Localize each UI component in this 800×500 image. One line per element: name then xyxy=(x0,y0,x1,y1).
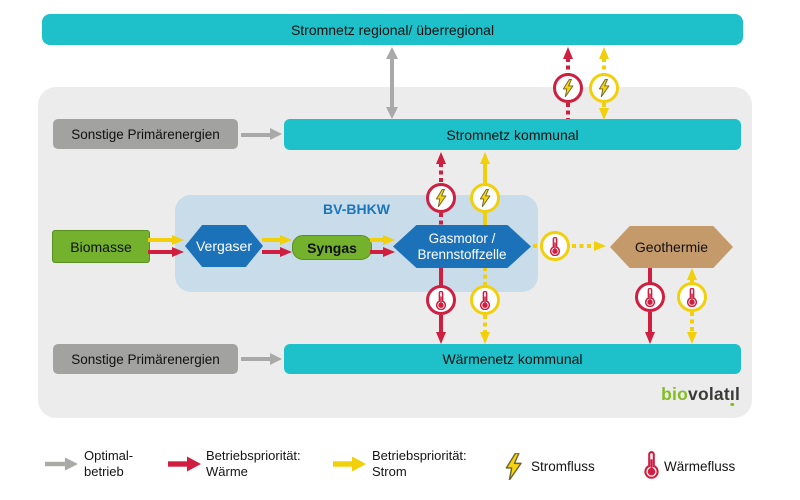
legend-stromfluss-label: Stromfluss xyxy=(531,459,595,474)
lightning-icon xyxy=(435,189,447,207)
legend-prioritaet-strom-label: Betriebspriorität:Strom xyxy=(372,448,467,479)
geothermie-hexagon: Geothermie xyxy=(610,226,733,268)
sonstige-primaerenergien-top-box: Sonstige Primärenergien xyxy=(53,119,238,149)
sonstige-top-label: Sonstige Primärenergien xyxy=(71,126,220,142)
legend-prioritaet-waerme-label: Betriebspriorität:Wärme xyxy=(206,448,301,479)
kommunal-strom-bar: Stromnetz kommunal xyxy=(284,119,741,150)
lightning-icon xyxy=(562,79,574,97)
waermefluss-icon-red-mid xyxy=(426,285,456,315)
biovolatil-logo: biovolatıl xyxy=(600,384,740,405)
logo-dotted-i: ı xyxy=(729,384,735,404)
bv-bhkw-label: BV-BHKW xyxy=(323,201,390,217)
vergaser-label: Vergaser xyxy=(195,238,253,254)
lightning-icon xyxy=(479,189,491,207)
kommunal-waerme-bar: Wärmenetz kommunal xyxy=(284,344,741,374)
syngas-box: Syngas xyxy=(292,235,372,260)
legend-optimalbetrieb-label: Optimal-betrieb xyxy=(84,448,134,479)
waermefluss-icon-yellow-mid xyxy=(470,285,500,315)
regional-grid-label: Stromnetz regional/ überregional xyxy=(290,21,495,38)
kommunal-strom-label: Stromnetz kommunal xyxy=(446,126,579,143)
gray-arrow-icon xyxy=(45,457,78,471)
thermometer-icon xyxy=(686,287,698,307)
waermefluss-icon-yellow-geo xyxy=(677,282,707,312)
regional-grid-bar: Stromnetz regional/ überregional xyxy=(42,14,743,45)
stromfluss-icon-yellow-mid xyxy=(470,183,500,213)
gasmotor-label-line1: Gasmotor / xyxy=(428,230,496,246)
stromfluss-icon-yellow-top xyxy=(589,73,619,103)
logo-l: l xyxy=(734,384,740,404)
thermometer-icon xyxy=(549,236,561,256)
logo-bio: bio xyxy=(661,384,689,404)
biomasse-box: Biomasse xyxy=(52,230,150,263)
yellow-arrow-icon xyxy=(333,456,366,472)
thermometer-icon xyxy=(644,287,656,307)
sonstige-bottom-label: Sonstige Primärenergien xyxy=(71,351,220,367)
thermometer-icon xyxy=(435,290,447,310)
thermometer-icon xyxy=(644,451,659,479)
lightning-icon xyxy=(598,79,610,97)
vergaser-hexagon: Vergaser xyxy=(185,225,263,267)
sonstige-primaerenergien-bottom-box: Sonstige Primärenergien xyxy=(53,344,238,374)
kommunal-waerme-label: Wärmenetz kommunal xyxy=(442,351,583,367)
logo-volat: volat xyxy=(688,384,730,404)
waermefluss-icon-red-geo xyxy=(635,282,665,312)
stromfluss-icon-red-top xyxy=(553,73,583,103)
gasmotor-label-line2: Brennstoffzelle xyxy=(417,246,507,262)
thermometer-icon xyxy=(479,290,491,310)
red-arrow-icon xyxy=(168,456,201,472)
geothermie-label: Geothermie xyxy=(634,239,709,255)
stromfluss-icon-red-mid xyxy=(426,183,456,213)
waermefluss-icon-yellow-transfer xyxy=(540,231,570,261)
lightning-icon xyxy=(505,453,522,480)
syngas-label: Syngas xyxy=(307,239,357,256)
gasmotor-brennstoffzelle-hexagon: Gasmotor / Brennstoffzelle xyxy=(393,225,531,268)
legend-waermefluss-label: Wärmefluss xyxy=(664,459,736,474)
biomasse-label: Biomasse xyxy=(70,238,132,255)
